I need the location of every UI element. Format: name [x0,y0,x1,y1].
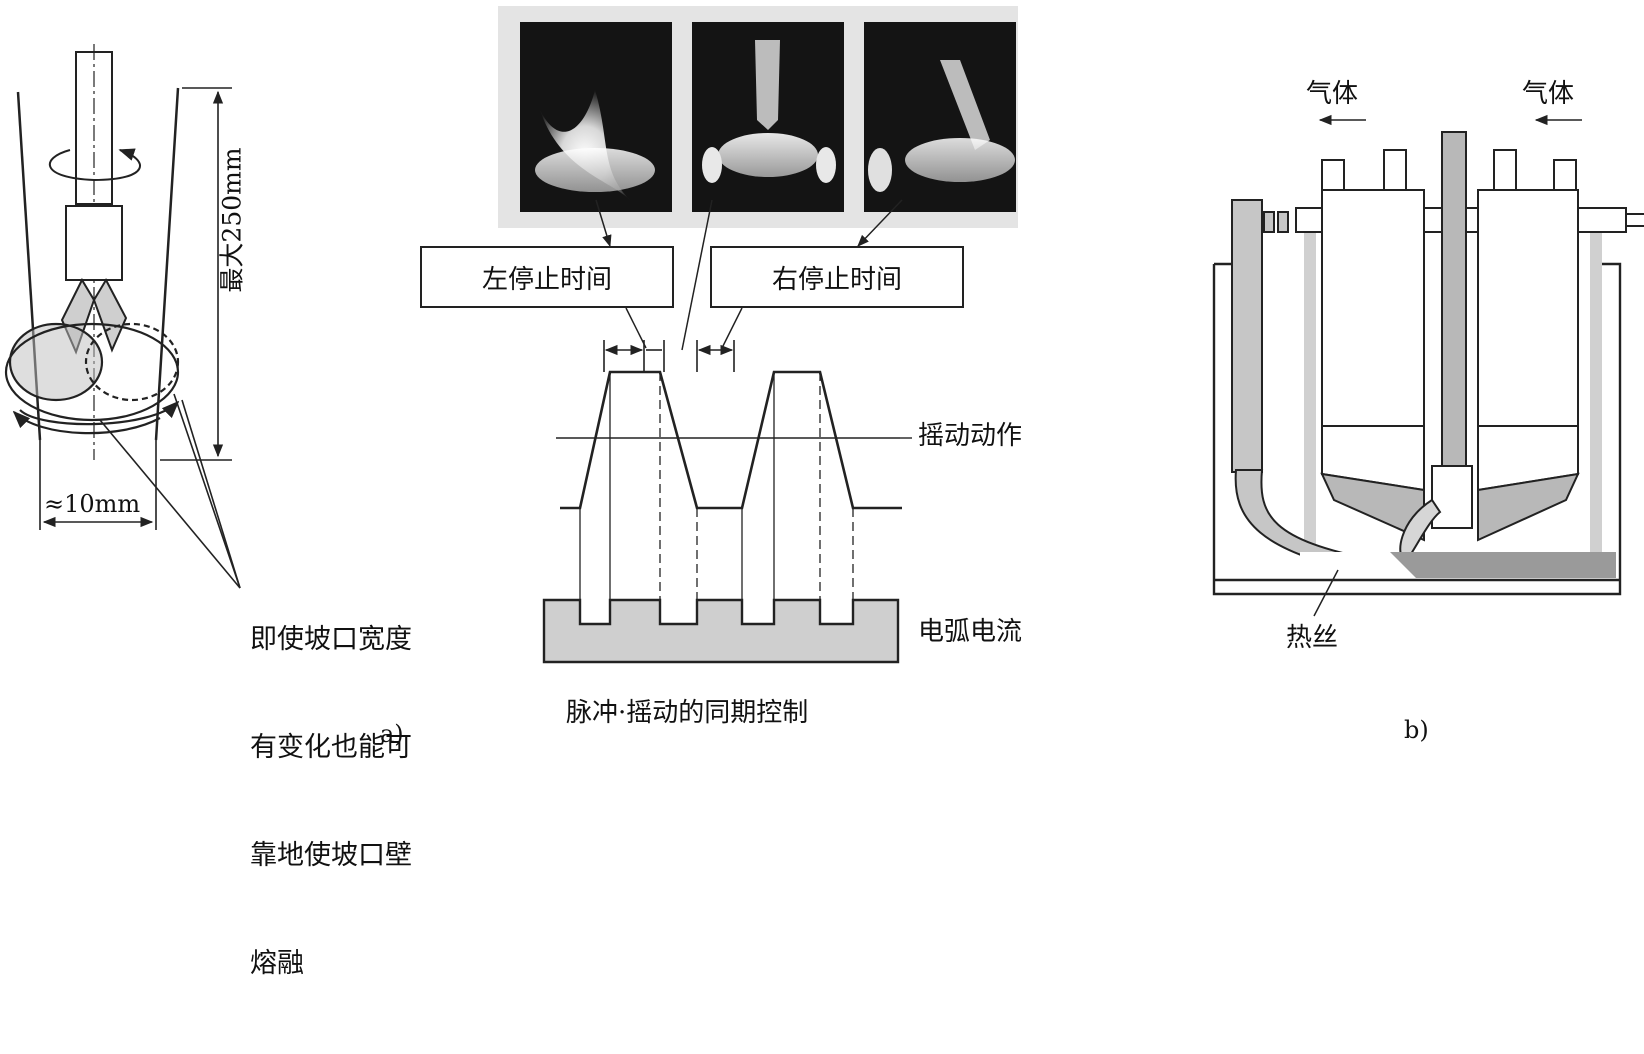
figure: 最大250mm ≈10mm 即使坡口宽度 有变化也能可 靠地使坡口壁 熔融 左停… [4,6,1644,979]
photo-leader-lines [595,199,903,351]
right-torch [1477,149,1580,542]
right-stop-time-box: 右停止时间 [710,246,964,308]
left-torch [1320,149,1425,542]
swing-action-label: 摇动动作 [918,421,1023,451]
arc-swing-loops [4,322,180,435]
left-stop-time-box: 左停止时间 [420,246,674,308]
max-depth-label: 最大250mm [217,147,247,293]
hot-wire-leader [1313,569,1339,617]
groove-note-line-3: 靠地使坡口壁 [250,840,412,871]
weld-pool [1300,552,1616,578]
note-leader-lines [99,393,241,589]
panel-b-label: b) [1404,716,1429,744]
sync-guide-lines [579,372,854,616]
groove-note-line-4: 熔融 [250,948,304,979]
gas-label-left: 气体 [1306,79,1359,109]
timing-dimension-arrows [603,340,735,372]
swing-action-waveform [560,370,902,510]
groove-note-line-1: 即使坡口宽度 [250,624,412,655]
arc-photo-left [520,22,672,212]
gas-label-right: 气体 [1522,79,1575,109]
hot-wire-label: 热丝 [1286,623,1339,653]
width-dimension [39,440,157,530]
center-electrode [1399,131,1473,564]
welding-torch [60,44,128,460]
arc-photo-right [864,22,1016,212]
figure-canvas [4,6,1644,664]
arc-current-label: 电弧电流 [918,617,1023,647]
panel-a-label: a) [380,720,404,748]
arc-current-pulse [542,598,900,664]
rotation-arrow [48,148,141,182]
arc-photo-center [692,22,844,212]
groove-width-label: ≈10mm [44,490,141,518]
groove-note: 即使坡口宽度 有变化也能可 靠地使坡口壁 熔融 [250,550,412,1054]
sync-control-caption: 脉冲·摇动的同期控制 [566,698,809,728]
